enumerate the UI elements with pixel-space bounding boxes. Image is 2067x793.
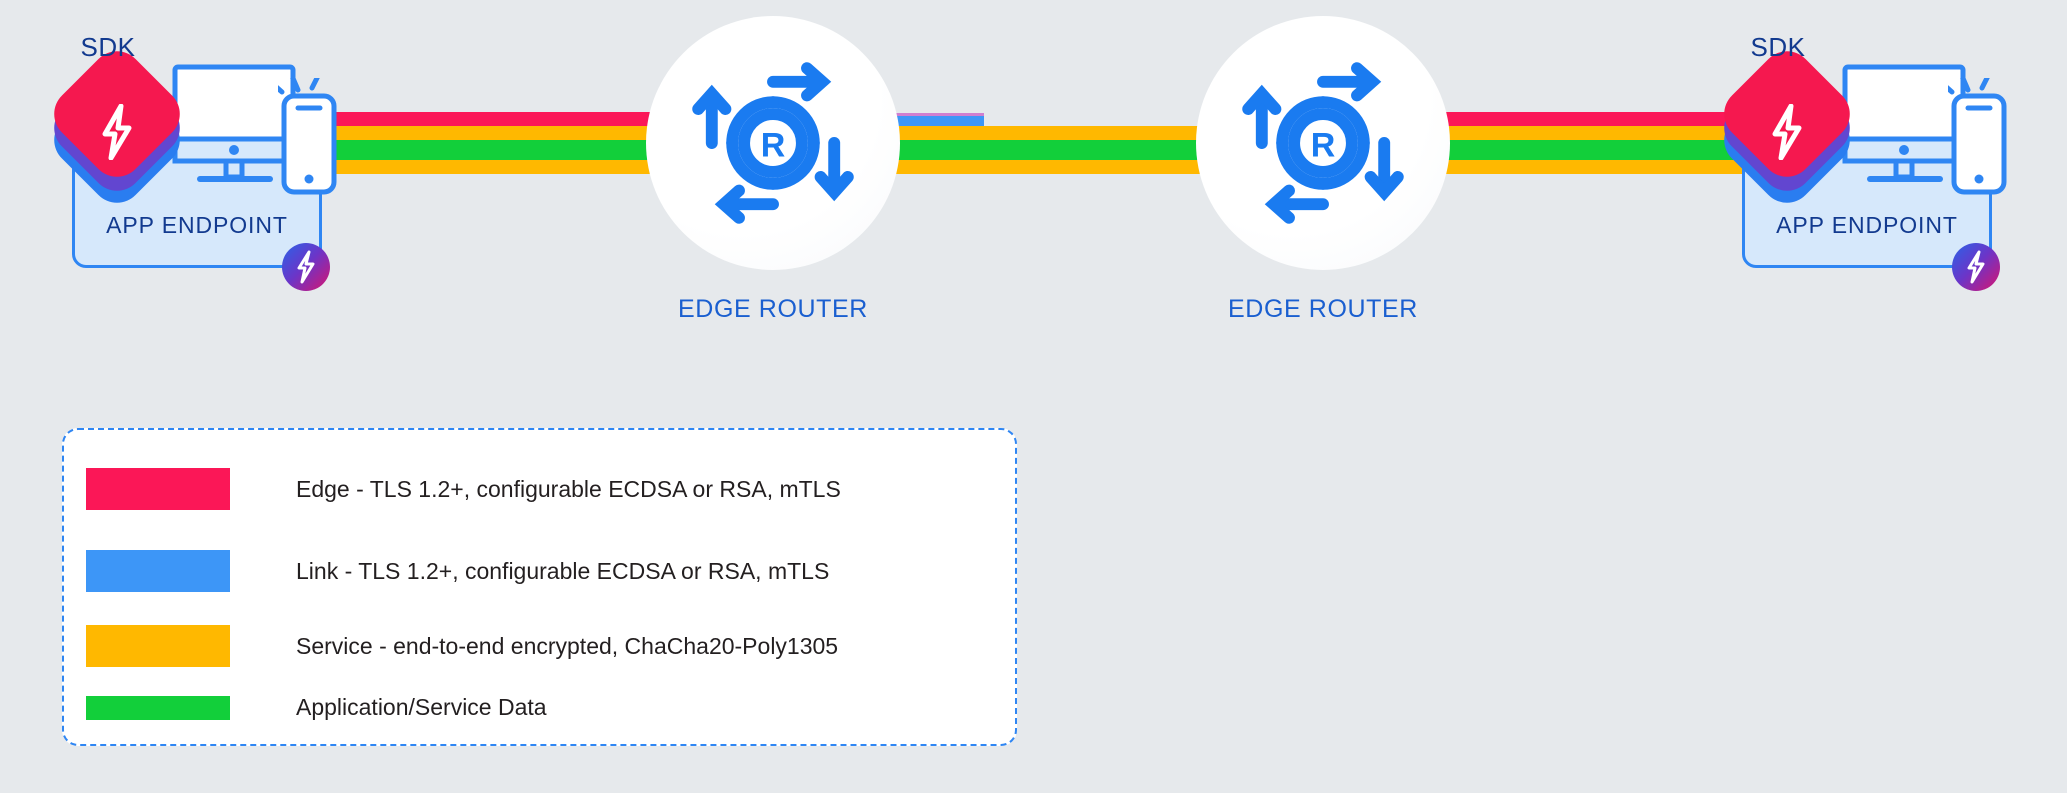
legend-swatch-data: [86, 695, 230, 720]
left-sdk-stack[interactable]: [43, 40, 191, 214]
edge-router-icon: R: [1242, 62, 1404, 224]
band-service-through-bot2: [255, 160, 1808, 174]
right-edge-router-label: EDGE ROUTER: [1228, 295, 1418, 323]
band-data-through: [255, 140, 1808, 160]
legend-swatch-edge: [86, 468, 230, 510]
legend-item: Application/Service Data: [86, 694, 547, 721]
right-app-endpoint-label: APP ENDPOINT: [1776, 212, 1958, 238]
mobile-phone-icon: [1948, 78, 2007, 195]
mobile-phone-icon: [278, 78, 337, 195]
right-edge-router-node[interactable]: R: [1196, 16, 1450, 270]
right-sdk-label: SDK: [1750, 32, 1806, 62]
legend-label-edge: Edge - TLS 1.2+, configurable ECDSA or R…: [296, 475, 841, 502]
edge-router-icon: R: [692, 62, 854, 224]
svg-text:R: R: [761, 127, 786, 165]
left-edge-router-node[interactable]: R: [646, 16, 900, 270]
left-sdk-label: SDK: [80, 32, 136, 62]
legend-item: Edge - TLS 1.2+, configurable ECDSA or R…: [86, 468, 841, 510]
legend-panel: Edge - TLS 1.2+, configurable ECDSA or R…: [62, 428, 1017, 746]
lightning-bolt-icon: [297, 250, 315, 284]
legend-label-service: Service - end-to-end encrypted, ChaCha20…: [296, 632, 839, 659]
svg-text:R: R: [1311, 127, 1336, 165]
right-endpoint-badge[interactable]: [1952, 243, 2000, 291]
lightning-bolt-icon: [1967, 250, 1985, 284]
lightning-bolt-icon: [1772, 104, 1802, 160]
band-edge-left-top: [255, 112, 653, 126]
legend-label-link: Link - TLS 1.2+, configurable ECDSA or R…: [296, 557, 830, 584]
right-sdk-stack[interactable]: [1713, 40, 1861, 214]
legend-item: Service - end-to-end encrypted, ChaCha20…: [86, 625, 838, 667]
legend-item: Link - TLS 1.2+, configurable ECDSA or R…: [86, 550, 829, 592]
legend-label-data: Application/Service Data: [296, 694, 547, 720]
left-endpoint-badge[interactable]: [282, 243, 330, 291]
legend-swatch-service: [86, 625, 230, 667]
band-service-through-top: [255, 126, 1808, 140]
band-edge-right-top: [1410, 112, 1808, 126]
legend-swatch-link: [86, 550, 230, 592]
lightning-bolt-icon: [102, 104, 132, 160]
left-app-endpoint-label: APP ENDPOINT: [106, 212, 288, 238]
left-edge-router-label: EDGE ROUTER: [678, 295, 868, 323]
